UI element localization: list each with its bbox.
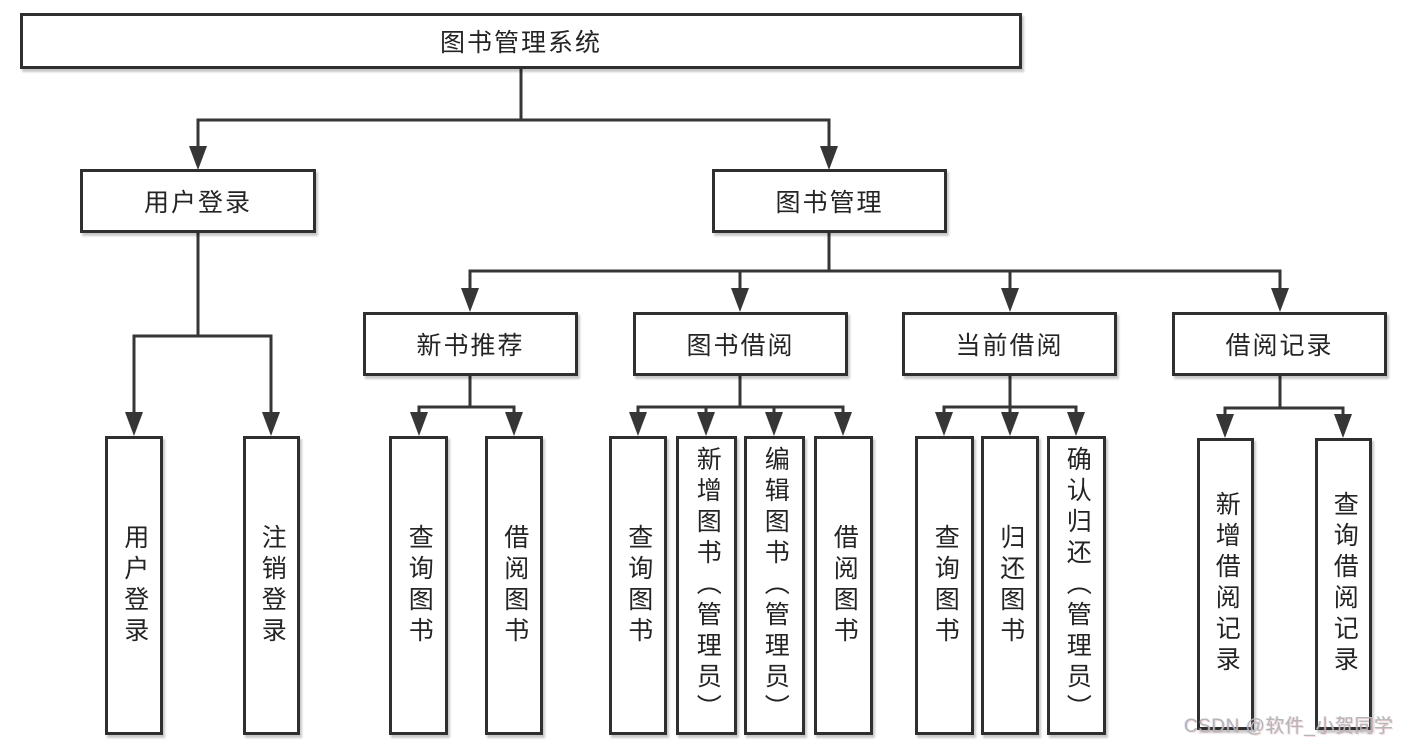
connector-root-to-level2 bbox=[189, 69, 838, 170]
node-new-book-recommend-label: 新书推荐 bbox=[416, 332, 525, 360]
leaf-add-books-admin: 新增图书（管理员） bbox=[676, 436, 737, 735]
leaf-logout-label: 注销登录 bbox=[258, 523, 287, 648]
node-book-management-label: 图书管理 bbox=[775, 189, 884, 217]
leaf-edit-books-admin: 编辑图书（管理员） bbox=[744, 436, 805, 735]
node-current-borrowing-label: 当前借阅 bbox=[955, 332, 1064, 360]
node-user-login-label: 用户登录 bbox=[143, 189, 252, 217]
node-borrowing-records: 借阅记录 bbox=[1172, 312, 1387, 376]
leaf-logout: 注销登录 bbox=[243, 436, 300, 735]
leaf-borrow-books-recommend: 借阅图书 bbox=[485, 436, 543, 735]
node-book-borrowing: 图书借阅 bbox=[633, 312, 848, 376]
leaf-edit-books-admin-label: 编辑图书（管理员） bbox=[761, 446, 790, 725]
leaf-add-borrow-record-label: 新增借阅记录 bbox=[1212, 491, 1241, 677]
node-book-management: 图书管理 bbox=[712, 169, 947, 233]
leaf-borrow-books-borrowing: 借阅图书 bbox=[814, 436, 873, 735]
leaf-query-books-borrowing-label: 查询图书 bbox=[624, 523, 653, 648]
connector-new-book-recommend-children bbox=[410, 375, 523, 436]
leaf-borrow-books-borrowing-label: 借阅图书 bbox=[830, 523, 859, 648]
leaf-query-books-recommend: 查询图书 bbox=[389, 436, 448, 735]
leaf-add-books-admin-label: 新增图书（管理员） bbox=[693, 446, 722, 725]
leaf-return-books-label: 归还图书 bbox=[996, 523, 1025, 648]
node-library-system-label: 图书管理系统 bbox=[439, 29, 602, 57]
leaf-query-books-current-label: 查询图书 bbox=[931, 523, 960, 648]
leaf-query-books-recommend-label: 查询图书 bbox=[405, 523, 434, 648]
node-user-login: 用户登录 bbox=[80, 169, 316, 233]
leaf-query-books-current: 查询图书 bbox=[915, 436, 974, 735]
leaf-add-borrow-record: 新增借阅记录 bbox=[1197, 438, 1254, 730]
leaf-user-login-label: 用户登录 bbox=[120, 523, 149, 648]
node-borrowing-records-label: 借阅记录 bbox=[1225, 332, 1334, 360]
node-current-borrowing: 当前借阅 bbox=[902, 312, 1117, 376]
leaf-confirm-return-admin-label: 确认归还（管理员） bbox=[1063, 446, 1092, 725]
watermark: CSDN @软件_小贺同学 bbox=[1184, 716, 1394, 737]
leaf-query-borrow-record-label: 查询借阅记录 bbox=[1330, 491, 1359, 677]
leaf-borrow-books-recommend-label: 借阅图书 bbox=[500, 523, 529, 648]
leaf-query-borrow-record: 查询借阅记录 bbox=[1315, 438, 1372, 730]
connector-book-borrowing-children bbox=[629, 375, 852, 436]
connector-current-borrowing-children bbox=[935, 375, 1085, 436]
connector-user-login-children bbox=[125, 232, 280, 436]
leaf-confirm-return-admin: 确认归还（管理员） bbox=[1047, 436, 1106, 735]
connector-book-management-to-level3 bbox=[461, 232, 1289, 312]
leaf-return-books: 归还图书 bbox=[981, 436, 1039, 735]
node-library-system: 图书管理系统 bbox=[20, 13, 1022, 69]
node-book-borrowing-label: 图书借阅 bbox=[686, 332, 795, 360]
leaf-query-books-borrowing: 查询图书 bbox=[609, 436, 667, 735]
leaf-user-login: 用户登录 bbox=[105, 436, 163, 735]
node-new-book-recommend: 新书推荐 bbox=[363, 312, 578, 376]
connector-borrowing-records-children bbox=[1216, 375, 1352, 438]
